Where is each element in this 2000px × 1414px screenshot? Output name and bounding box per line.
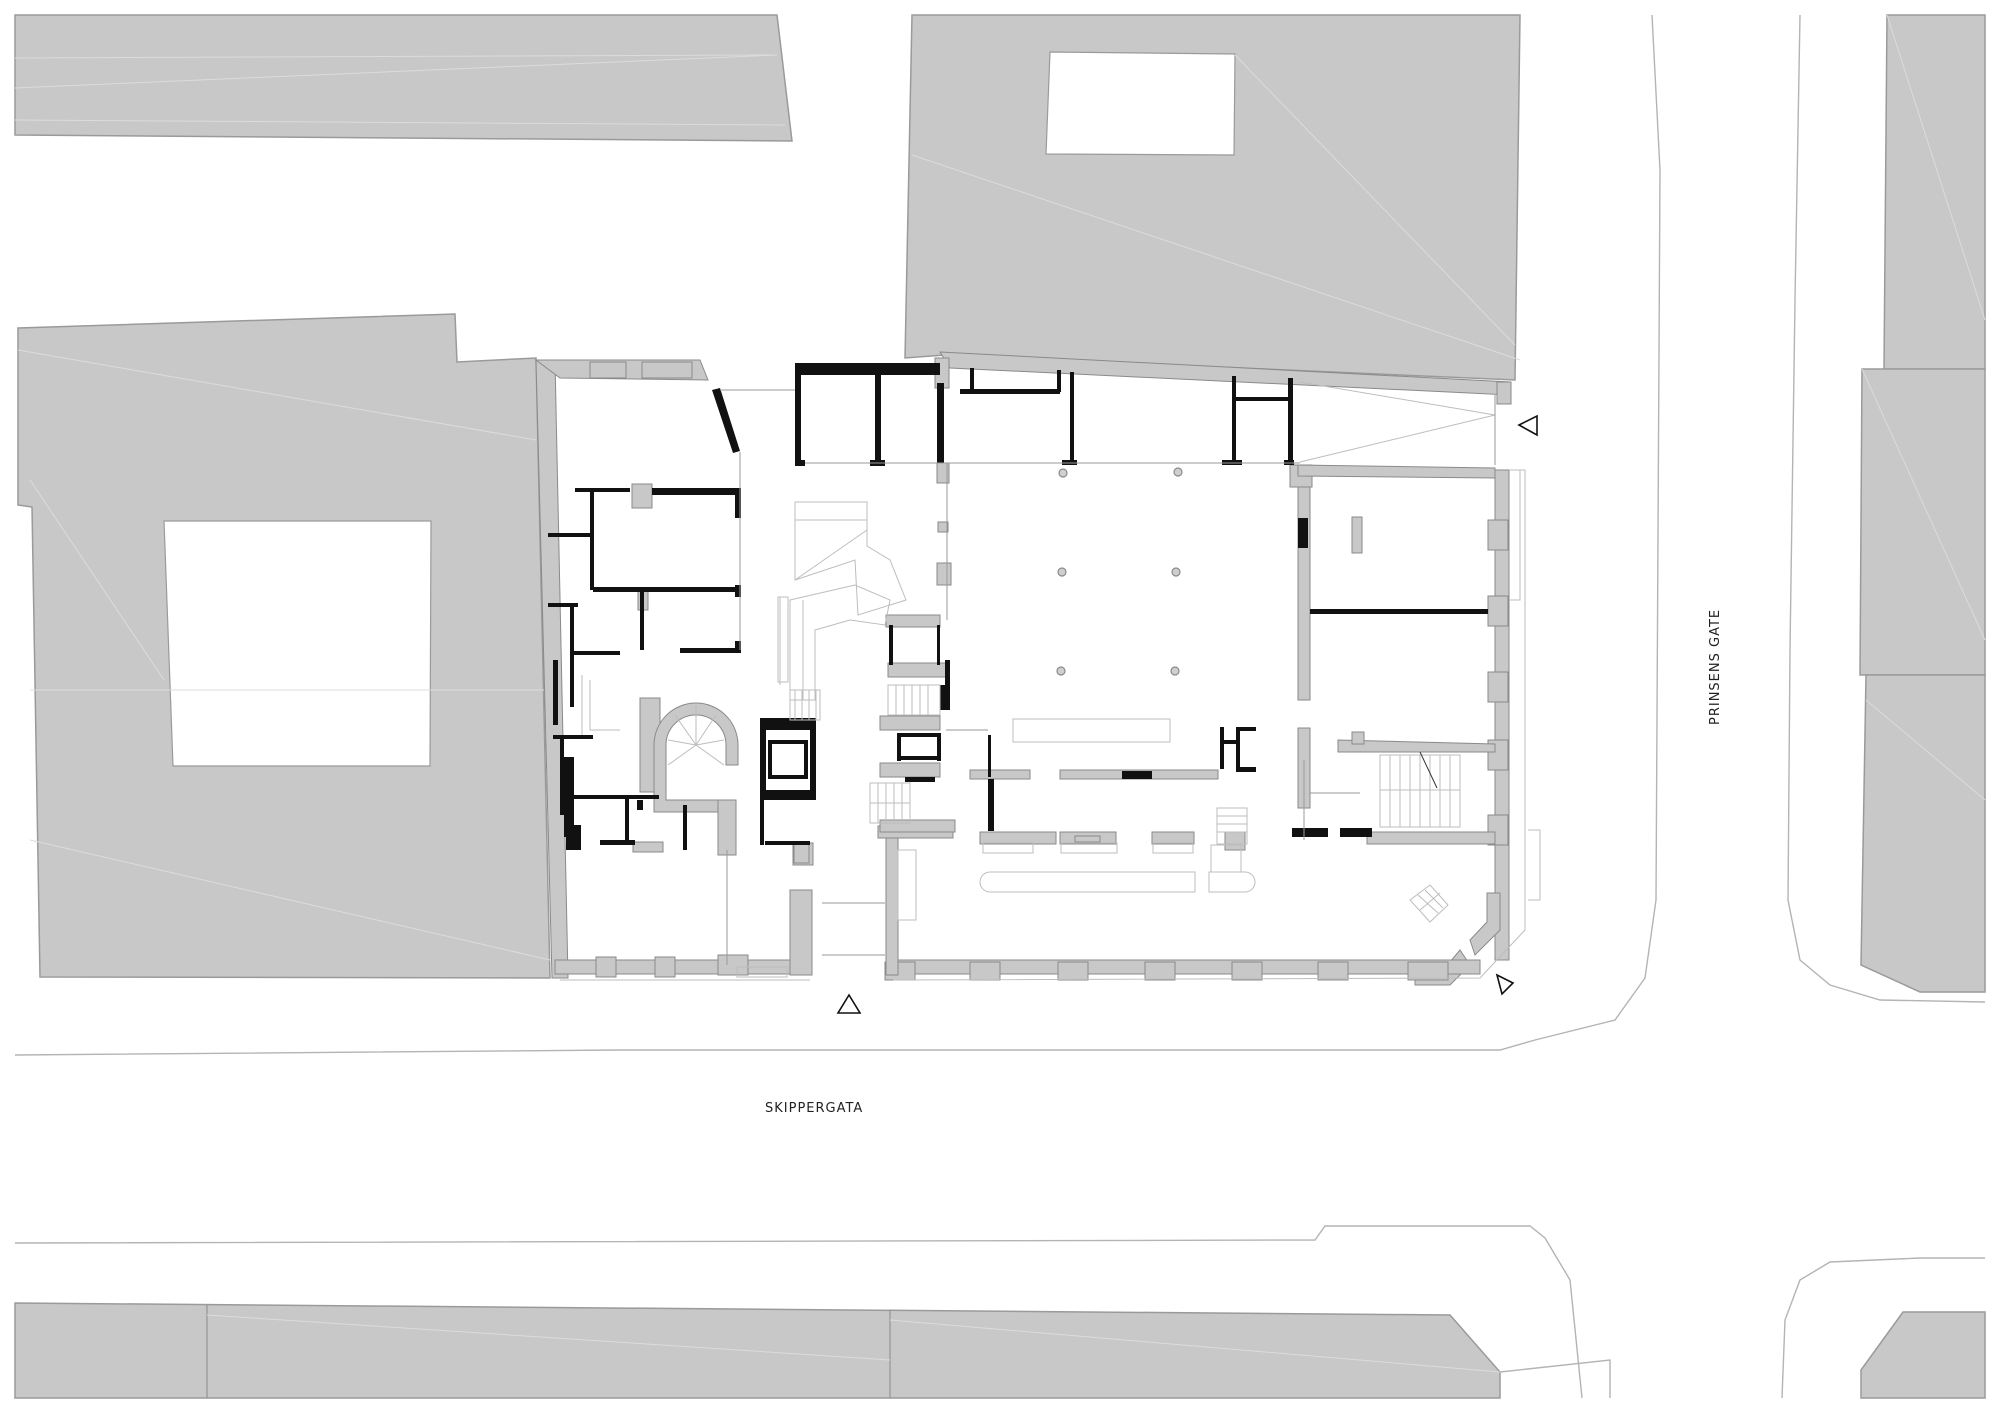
entrance-arrow-east-icon bbox=[1517, 414, 1538, 437]
building-new-walls bbox=[548, 363, 1488, 850]
columns bbox=[1056, 467, 1183, 676]
column bbox=[1058, 468, 1068, 478]
neighbor-block-right-1 bbox=[1883, 14, 1986, 370]
curb-prinsens-east bbox=[1787, 14, 1986, 1003]
entrance-markers bbox=[836, 414, 1538, 1014]
neighbor-block-right-3 bbox=[1860, 674, 1986, 993]
courtyard-top bbox=[1045, 51, 1236, 156]
street-label-prinsens-gate: PRINSENS GATE bbox=[1708, 608, 1723, 725]
column bbox=[1173, 467, 1183, 477]
neighbor-block-top-left bbox=[14, 14, 793, 142]
column bbox=[1170, 666, 1180, 676]
neighbor-block-bottom-right bbox=[1860, 1311, 1986, 1399]
street-curbs bbox=[14, 14, 1986, 1399]
curb-corner-southeast bbox=[1781, 1257, 1985, 1399]
courtyard-left bbox=[163, 520, 432, 767]
building-existing-walls bbox=[534, 351, 1512, 986]
street-label-skippergata: SKIPPERGATA bbox=[765, 1101, 864, 1116]
column bbox=[1056, 666, 1066, 676]
column bbox=[1171, 567, 1181, 577]
entrance-arrow-south-icon bbox=[836, 993, 862, 1014]
curb-skippergata-north bbox=[14, 14, 1661, 1056]
thin-lines bbox=[560, 381, 1541, 981]
entrance-arrow-corner-icon bbox=[1495, 973, 1515, 996]
neighbor-block-right-2 bbox=[1859, 368, 1986, 676]
column bbox=[1057, 567, 1067, 577]
curb-skippergata-south bbox=[14, 1225, 1583, 1399]
neighbor-buildings bbox=[14, 14, 1986, 1399]
